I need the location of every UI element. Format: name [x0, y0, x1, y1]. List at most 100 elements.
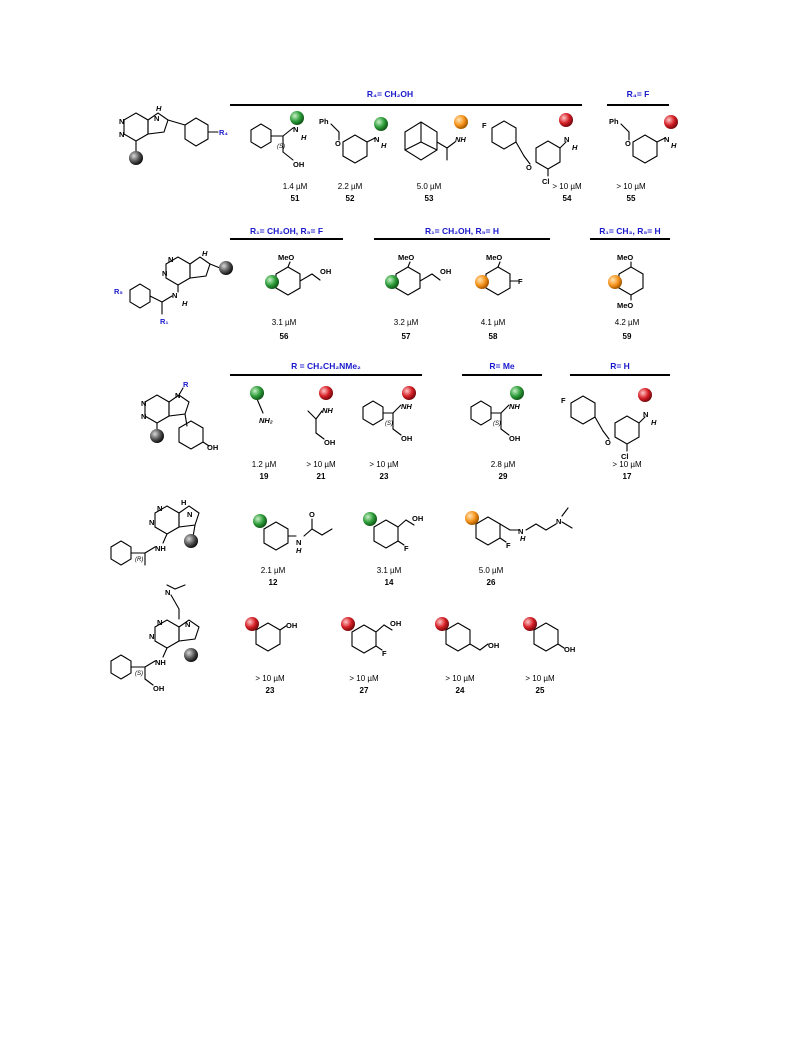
svg-text:N: N	[162, 269, 167, 278]
nh-label: H	[156, 104, 162, 113]
header-r4-ch2oh: R₄= CH₂OH	[366, 89, 414, 99]
structure-26: N H N F	[465, 507, 573, 550]
compound-number: 27	[359, 686, 369, 695]
svg-text:O: O	[625, 139, 631, 148]
svg-text:Ph: Ph	[609, 117, 619, 126]
svg-text:N: N	[157, 618, 162, 627]
compound-number: 54	[562, 194, 572, 203]
svg-text:Cl: Cl	[621, 452, 629, 461]
compound-number: 25	[535, 686, 545, 695]
red-ball-icon	[523, 617, 537, 631]
svg-text:N: N	[556, 517, 561, 526]
compound-number: 53	[424, 194, 434, 203]
svg-text:H: H	[301, 133, 307, 142]
svg-text:N: N	[165, 588, 170, 597]
orange-ball-icon	[454, 115, 468, 129]
ic50-value: 4.1 µM	[480, 318, 506, 327]
header-r4-f: R₄= F	[626, 89, 650, 99]
ic50-value: > 10 µM	[616, 182, 646, 191]
green-ball-icon	[510, 386, 524, 400]
svg-text:NH: NH	[322, 406, 333, 415]
ic50-value: 2.8 µM	[490, 460, 516, 469]
grey-ball-icon	[184, 534, 198, 548]
svg-text:Ph: Ph	[319, 117, 329, 126]
svg-text:NH: NH	[401, 402, 412, 411]
svg-text:OH: OH	[401, 434, 412, 443]
svg-text:Cl: Cl	[542, 177, 550, 186]
scaffold-row5: N N N N NH (S) OH	[110, 584, 200, 693]
svg-text:OH: OH	[412, 514, 423, 523]
svg-text:OH: OH	[286, 621, 297, 630]
svg-text:OH: OH	[488, 641, 499, 650]
ic50-value: 3.1 µM	[376, 566, 402, 575]
compound-number: 57	[401, 332, 411, 341]
compound-number: 17	[622, 472, 632, 481]
r1-label: R₁	[160, 317, 169, 326]
structure-56: MeO OH	[265, 253, 331, 296]
header-rule	[570, 374, 670, 376]
svg-text:MeO: MeO	[617, 253, 633, 262]
header-r1-ch2oh-r5-f: R₁= CH₂OH, R₅= F	[249, 226, 324, 236]
ic50-value: 2.1 µM	[260, 566, 286, 575]
svg-text:O: O	[526, 163, 532, 172]
red-ball-icon	[319, 386, 333, 400]
svg-text:O: O	[335, 139, 341, 148]
svg-text:N: N	[149, 518, 154, 527]
svg-text:OH: OH	[320, 267, 331, 276]
svg-text:F: F	[382, 649, 387, 658]
ic50-value: 2.2 µM	[337, 182, 363, 191]
svg-text:H: H	[202, 250, 208, 258]
svg-text:N: N	[119, 130, 124, 139]
structure-52: Ph O N H	[319, 117, 388, 164]
ic50-value: 3.2 µM	[393, 318, 419, 327]
red-ball-icon	[664, 115, 678, 129]
green-ball-icon	[385, 275, 399, 289]
svg-text:(S): (S)	[277, 144, 285, 150]
svg-text:N: N	[172, 291, 177, 300]
ic50-value: > 10 µM	[612, 460, 642, 469]
svg-text:OH: OH	[440, 267, 451, 276]
header-r-ch2ch2nme2: R = CH₂CH₂NMe₂	[291, 361, 361, 371]
compound-number: 26	[486, 578, 496, 587]
svg-text:MeO: MeO	[486, 253, 502, 262]
header-rule	[230, 104, 582, 106]
svg-text:OH: OH	[293, 160, 304, 169]
svg-text:N: N	[187, 510, 192, 519]
svg-text:OH: OH	[564, 645, 575, 654]
svg-text:H: H	[651, 418, 657, 427]
ic50-value: > 10 µM	[552, 182, 582, 191]
svg-text:H: H	[520, 534, 526, 543]
grey-ball-icon	[129, 151, 143, 165]
header-r1-ch2oh-r5-h: R₁= CH₂OH, R₅= H	[424, 226, 499, 236]
green-ball-icon	[374, 117, 388, 131]
svg-text:N: N	[141, 399, 146, 408]
svg-text:O: O	[605, 438, 611, 447]
svg-text:N: N	[374, 135, 379, 144]
compound-number: 19	[259, 472, 269, 481]
header-rule	[230, 374, 422, 376]
compound-number: 29	[498, 472, 508, 481]
ic50-value: 4.2 µM	[614, 318, 640, 327]
svg-text:(S): (S)	[385, 421, 393, 427]
compound-number: 58	[488, 332, 498, 341]
red-ball-icon	[402, 386, 416, 400]
svg-text:N: N	[175, 391, 180, 400]
header-r1-ch3-r5-h: R₁= CH₃, R₅= H	[599, 226, 661, 236]
svg-text:F: F	[482, 121, 487, 130]
structure-21: NH OH	[307, 386, 335, 447]
svg-text:(R): (R)	[135, 557, 143, 563]
compound-number: 55	[626, 194, 636, 203]
svg-text:H: H	[182, 299, 188, 308]
header-rule	[590, 238, 670, 240]
compound-number: 21	[316, 472, 326, 481]
svg-text:F: F	[506, 541, 511, 550]
svg-text:MeO: MeO	[398, 253, 414, 262]
green-ball-icon	[265, 275, 279, 289]
svg-text:N: N	[564, 135, 569, 144]
svg-text:NH₂: NH₂	[259, 416, 273, 425]
red-ball-icon	[435, 617, 449, 631]
svg-text:H: H	[572, 143, 578, 152]
ic50-value: > 10 µM	[255, 674, 285, 683]
red-ball-icon	[559, 113, 573, 127]
grey-ball-icon	[184, 648, 198, 662]
